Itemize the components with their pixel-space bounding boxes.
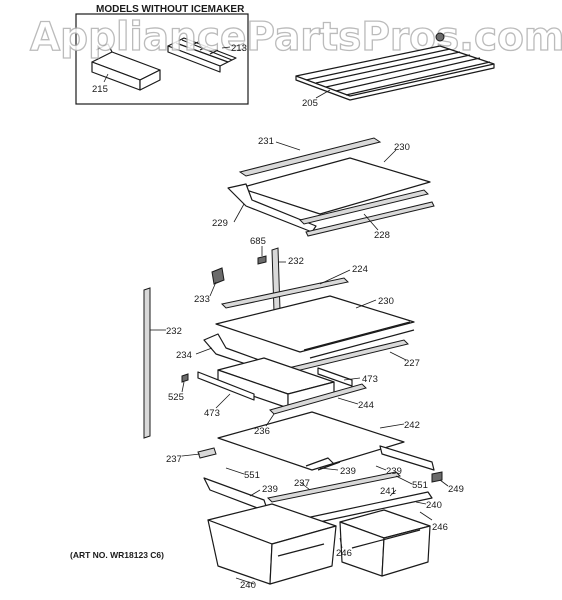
- callout-240-drawer: 240: [240, 580, 256, 591]
- middle-shelf-assembly: [203, 277, 415, 381]
- callout-246-center: 246: [336, 548, 352, 559]
- callout-551-right: 551: [412, 480, 428, 491]
- part-525-screw: [181, 373, 189, 383]
- lower-shelf-assembly: [197, 411, 443, 513]
- callout-237-center: 237: [294, 478, 310, 489]
- part-242-glass-lower: [217, 411, 405, 471]
- callout-231: 231: [258, 136, 274, 147]
- callout-244: 244: [358, 400, 374, 411]
- callout-239-center: 239: [340, 466, 356, 477]
- callout-525: 525: [168, 392, 184, 403]
- inset-title: MODELS WITHOUT ICEMAKER: [96, 4, 245, 15]
- part-473-slide-right: [317, 367, 353, 387]
- callout-labels: 215 213 205 231 230 229 228 685 232 224 …: [92, 43, 464, 591]
- part-239-frame-right: [379, 445, 435, 471]
- callout-228: 228: [374, 230, 390, 241]
- part-232-bracket-upper: [271, 247, 281, 313]
- inset-models-without-icemaker: MODELS WITHOUT ICEMAKER: [75, 4, 249, 105]
- part-230-glass-upper: [239, 157, 431, 215]
- callout-246-right: 246: [432, 522, 448, 533]
- part-229-frame: [227, 183, 317, 233]
- callout-224: 224: [352, 264, 368, 275]
- part-231-trim: [238, 137, 382, 177]
- crisper-drawers: [207, 491, 433, 585]
- part-233-support: [211, 267, 225, 285]
- part-228-rail: [299, 189, 429, 225]
- callout-236: 236: [254, 426, 270, 437]
- leader-lines: [103, 46, 449, 585]
- callout-473-right: 473: [362, 374, 378, 385]
- callout-473-left: 473: [204, 408, 220, 419]
- part-213-ice-tray: [167, 37, 237, 73]
- callout-215: 215: [92, 84, 108, 95]
- part-249-clip: [431, 471, 443, 483]
- callout-249: 249: [448, 484, 464, 495]
- part-230-glass-middle: [215, 295, 415, 353]
- callout-234: 234: [176, 350, 192, 361]
- callout-239-left: 239: [262, 484, 278, 495]
- part-237-center: [266, 471, 402, 503]
- watermark-text: AppliancePartsPros.com: [30, 15, 562, 60]
- callout-232-side: 232: [166, 326, 182, 337]
- part-232-side-rail: [143, 287, 151, 439]
- callout-237-left: 237: [166, 454, 182, 465]
- callout-229: 229: [212, 218, 228, 229]
- callout-213: 213: [231, 43, 247, 54]
- part-473-slide-left: [197, 371, 255, 401]
- callout-205: 205: [302, 98, 318, 109]
- art-number: (ART NO. WR18123 C6): [70, 550, 164, 560]
- part-224-trim: [220, 277, 350, 309]
- callout-240-cover: 240: [426, 500, 442, 511]
- upper-shelf-assembly: [227, 137, 435, 237]
- part-237-end-cap: [197, 447, 217, 459]
- callout-239-right: 239: [386, 466, 402, 477]
- callout-232: 232: [288, 256, 304, 267]
- part-244-cover: [269, 383, 367, 415]
- callout-230-middle: 230: [378, 296, 394, 307]
- deli-drawer-assembly: [197, 357, 367, 415]
- part-685-screw: [257, 255, 267, 265]
- callout-242: 242: [404, 420, 420, 431]
- part-205-wire-shelf: [295, 45, 495, 101]
- callout-241: 241: [380, 486, 396, 497]
- callout-230: 230: [394, 142, 410, 153]
- callout-551-left: 551: [244, 470, 260, 481]
- part-215-ice-bin: [91, 43, 161, 91]
- part-205-clip: [435, 32, 445, 42]
- callout-685: 685: [250, 236, 266, 247]
- callout-227: 227: [404, 358, 420, 369]
- callout-233: 233: [194, 294, 210, 305]
